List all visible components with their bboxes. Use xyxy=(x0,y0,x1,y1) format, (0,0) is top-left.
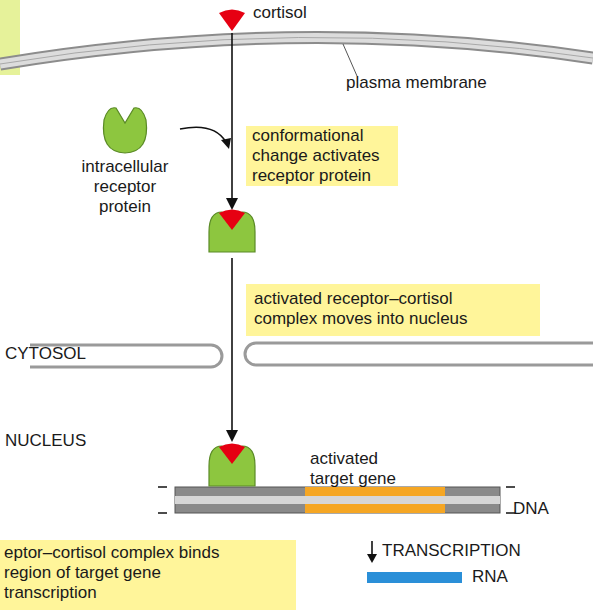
cortisol-molecule xyxy=(219,10,245,32)
text-label: NUCLEUS xyxy=(5,431,86,451)
leader-line xyxy=(343,44,357,76)
arrow-head xyxy=(367,554,377,563)
strand-end xyxy=(506,486,515,488)
text-label: plasma membrane xyxy=(346,73,487,93)
membrane-center xyxy=(0,37,593,64)
text-label: CYTOSOL xyxy=(5,344,86,364)
membrane-outer xyxy=(0,37,593,64)
target-gene xyxy=(305,487,445,496)
text-label: activated target gene xyxy=(310,449,410,489)
cortisol-molecule xyxy=(219,210,245,231)
nuclear-envelope xyxy=(245,343,593,365)
target-gene xyxy=(305,504,445,513)
box-text: conformational change activates receptor… xyxy=(252,126,392,186)
rna-strand xyxy=(367,572,462,583)
text-label: cortisol xyxy=(253,3,307,23)
arrow-head xyxy=(226,430,238,442)
box-text: activated receptor–cortisol complex move… xyxy=(254,289,500,329)
arrow-line xyxy=(231,33,233,200)
strand-end xyxy=(158,512,167,514)
dna-strand xyxy=(175,487,500,513)
arrow-head xyxy=(226,198,238,210)
text-label: intracellular receptor protein xyxy=(70,157,180,217)
arrow-line xyxy=(180,127,226,142)
caption-box: conformational change activates receptor… xyxy=(246,126,398,186)
text-label: RNA xyxy=(472,567,508,587)
caption-box: eptor–cortisol complex binds region of t… xyxy=(0,540,296,610)
caption-box: activated receptor–cortisol complex move… xyxy=(246,284,540,336)
arrow-line xyxy=(371,541,373,556)
arrow-head xyxy=(221,138,231,149)
strand-end xyxy=(158,486,167,488)
box-text: eptor–cortisol complex binds region of t… xyxy=(4,543,254,603)
arrow-line xyxy=(231,258,233,432)
text-label: DNA xyxy=(513,499,549,519)
cortisol-molecule xyxy=(219,444,245,465)
text-label: TRANSCRIPTION xyxy=(382,541,521,561)
membrane-inner xyxy=(0,37,593,64)
receptor-protein xyxy=(103,108,146,153)
dna-groove xyxy=(175,496,500,504)
